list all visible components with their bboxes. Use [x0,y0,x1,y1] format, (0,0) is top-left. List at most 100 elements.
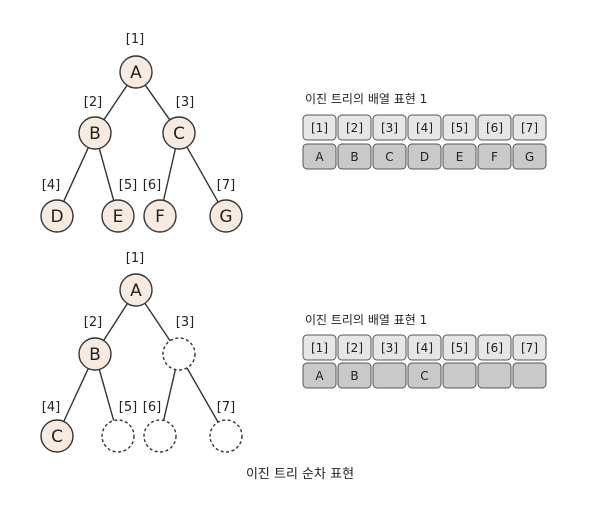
index-cell [477,334,512,361]
value-cell [477,143,512,170]
value-cell [372,143,407,170]
node-index-label: [7] [217,178,235,193]
index-cell-label: [3] [381,341,398,355]
index-cell [407,114,442,141]
node-circle [162,116,196,150]
value-cell-label: F [491,150,498,164]
tree-edge [103,303,128,341]
index-cell [302,114,337,141]
value-cell [372,362,407,389]
tree-edge [186,146,219,203]
node-circle [101,199,135,233]
value-cell [442,143,477,170]
tree-edge [162,369,177,421]
tree-node: C [3] [162,95,196,150]
index-cell-label: [4] [416,341,433,355]
index-cell [477,114,512,141]
index-cell [372,114,407,141]
index-cell-label: [4] [416,121,433,135]
node-label: G [219,207,232,227]
array-title: 이진 트리의 배열 표현 1 [305,92,427,106]
tree-edge [63,368,89,422]
empty-node-circle [101,419,135,453]
index-cell-label: [7] [521,341,538,355]
tree-1: A[1]B[2]C[3]D[4]E[5]F[6]G[7] [40,32,243,233]
index-cell-label: [7] [521,121,538,135]
tree-node: B[2] [78,315,112,371]
index-cell-label: [6] [486,341,503,355]
index-cell [442,334,477,361]
index-cell [442,114,477,141]
value-cell-label: E [456,150,464,164]
value-cell-label: C [385,150,393,164]
index-cell-label: [1] [311,341,328,355]
value-cell [512,143,547,170]
node-label: C [173,124,185,144]
node-index-label: [6] [143,178,161,193]
value-cell [512,362,547,389]
node-index-label: [3] [176,95,194,110]
node-index-label: [5] [119,178,137,193]
index-cell [302,334,337,361]
tree-edge [98,369,115,421]
tree-node: E [5] [101,178,137,233]
tree-node: A [1] [119,32,153,89]
value-cell [477,362,512,389]
index-cell [372,334,407,361]
node-index-label: [6] [143,400,161,415]
tree-2: A[1]B[2][3]C[4][5][6][7] [40,251,243,453]
node-index-label: [2] [84,95,102,110]
tree-edge [98,148,115,201]
tree-edge [103,84,128,121]
tree-node: G [7] [209,178,243,233]
empty-node-circle [143,419,177,453]
tree-node: [5] [101,400,137,453]
tree-edge [144,302,171,342]
tree-node: B [2] [78,95,112,150]
index-cell-label: [5] [451,121,468,135]
value-cell [302,362,337,389]
value-cell-label: B [350,150,358,164]
node-label: A [130,63,142,83]
array-2: 이진 트리의 배열 표현 1[1]A[2]B[3][4]C[5][6][7] [302,313,547,389]
value-cell [407,143,442,170]
tree-node: D[4] [40,178,74,233]
node-index-label: [7] [217,400,235,415]
node-label: B [89,124,101,144]
value-cell-label: D [420,150,429,164]
node-circle [143,199,177,233]
tree-layer: A[1]B[2]C[3]D[4]E[5]F[6]G[7]A[1]B[2][3]C… [40,32,243,453]
tree-edge [144,84,171,121]
node-circle [40,419,74,453]
value-cell [337,362,372,389]
node-circle [119,273,153,307]
value-cell-label: B [350,369,358,383]
value-cell-label: A [315,369,324,383]
tree-edge [186,367,219,423]
node-label: B [89,345,101,365]
value-cell [337,143,372,170]
node-index-label: [1] [126,251,144,266]
node-label: E [113,207,124,227]
node-circle [78,337,112,371]
index-cell [337,114,372,141]
value-cell [442,362,477,389]
value-cell [407,362,442,389]
node-circle [119,55,153,89]
node-circle [78,116,112,150]
node-label: C [51,427,63,447]
index-cell-label: [6] [486,121,503,135]
index-cell [407,334,442,361]
index-cell [512,114,547,141]
node-label: A [130,281,142,301]
node-index-label: [4] [42,400,60,415]
node-index-label: [1] [126,32,144,47]
node-index-label: [5] [119,400,137,415]
value-cell-label: C [420,369,428,383]
tree-node: A [1] [119,251,153,307]
value-cell [302,143,337,170]
index-cell-label: [1] [311,121,328,135]
empty-node-circle [209,419,243,453]
index-cell-label: [5] [451,341,468,355]
